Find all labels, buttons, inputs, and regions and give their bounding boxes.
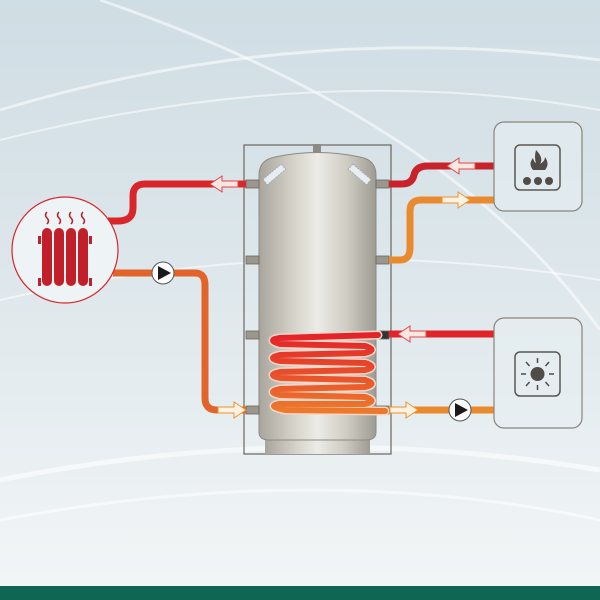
- solar-collector: [493, 317, 583, 429]
- sun-icon: [521, 358, 554, 390]
- buffer-tank: [243, 144, 392, 455]
- heating-flow-pipe: [108, 180, 246, 225]
- heat-waves-icon: [44, 211, 86, 225]
- tank-diffusers: [262, 163, 372, 186]
- arrow-right-icon: [217, 401, 247, 419]
- radiator-icon: [38, 228, 92, 286]
- heating-return-pipe: [113, 269, 246, 414]
- boiler-icon-frame: [514, 144, 561, 191]
- solar-pump: [448, 398, 472, 422]
- top-nozzle: [313, 144, 321, 153]
- flow-arrows: [209, 157, 476, 419]
- boiler-flow-pipe: [389, 162, 494, 188]
- footer-bar: [0, 586, 600, 600]
- boiler: [493, 121, 583, 212]
- arrow-left-icon: [209, 175, 239, 193]
- heating-pump: [151, 261, 175, 285]
- solar-icon-frame: [514, 351, 561, 397]
- arrow-left-icon: [446, 157, 476, 175]
- arrow-right-icon: [389, 401, 419, 419]
- arrow-right-icon: [441, 191, 471, 209]
- boiler-return-pipe: [389, 196, 494, 264]
- arrow-left-icon: [397, 325, 427, 343]
- radiator-circle: [11, 196, 119, 304]
- radiator: [11, 196, 119, 304]
- solar-heat-exchanger-coil: [270, 332, 388, 414]
- flame-icon: [523, 150, 553, 185]
